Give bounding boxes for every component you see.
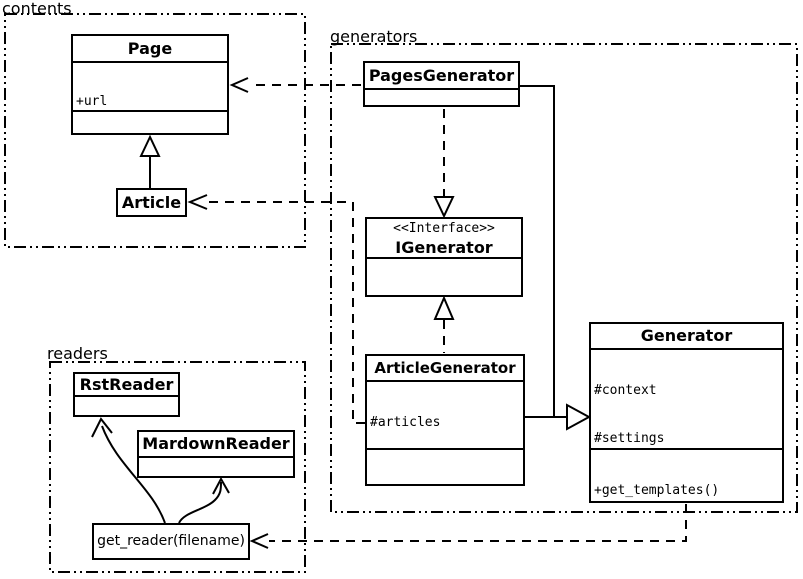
class-attribute: #context <box>594 383 657 398</box>
methods-compartment: +read() <box>139 458 293 476</box>
class-box-igenerator: <<Interface>> IGenerator +generate_conte… <box>365 217 523 297</box>
class-title: Article <box>121 193 182 212</box>
realization-triangle-icon <box>433 295 455 320</box>
realization-triangle-icon <box>433 196 455 219</box>
open-arrowhead-icon <box>212 476 230 495</box>
methods-compartment: +generate_context() +generate_output() <box>367 259 521 293</box>
class-title: Page <box>73 36 227 63</box>
edge-articlegenerator-realizes-igenerator <box>433 295 455 353</box>
methods-compartment: +check_properties() <box>73 112 227 133</box>
package-readers-border <box>49 361 306 573</box>
function-box-getreader: get_reader(filename) <box>92 523 250 560</box>
package-label-generators: generators <box>330 27 418 46</box>
package-contents-border <box>4 13 306 248</box>
methods-compartment: +read() <box>75 397 178 415</box>
class-box-generator: Generator #context #settings #path #them… <box>589 322 784 503</box>
methods-compartment: +generate_feeds() +generate_pages() <box>367 450 523 484</box>
edge-article-extends-page <box>139 134 161 188</box>
class-title: PagesGenerator <box>365 63 518 90</box>
open-arrowhead-icon <box>229 77 249 93</box>
edge-pagesgenerator-depends-page <box>229 77 361 93</box>
class-box-mardownreader: MardownReader +read() <box>137 430 295 478</box>
class-box-page: Page +url +slug +summary +check_properti… <box>71 34 229 135</box>
class-method: +generate_context() <box>370 292 521 293</box>
interface-stereotype: <<Interface>> <box>393 221 495 236</box>
package-label-contents: contents <box>2 0 72 18</box>
inheritance-triangle-icon <box>566 403 592 431</box>
edge-pagesgenerator-realizes-igenerator <box>433 109 455 219</box>
class-attribute: #settings <box>594 431 665 446</box>
edge-getreader-to-mardownreader <box>178 476 230 524</box>
class-box-rstreader: RstReader +read() <box>73 372 180 417</box>
edge-getreader-to-rstreader <box>91 417 166 524</box>
class-title: <<Interface>> IGenerator <box>367 219 521 259</box>
interface-name: IGenerator <box>395 238 493 257</box>
open-arrowhead-icon <box>91 417 113 438</box>
open-arrowhead-icon <box>187 194 208 210</box>
class-box-article: Article <box>116 188 187 217</box>
class-box-articlegenerator: ArticleGenerator #articles #dates #tags … <box>365 354 525 486</box>
inheritance-triangle-icon <box>139 134 161 157</box>
class-title: ArticleGenerator <box>367 356 523 382</box>
class-attribute: +url <box>76 94 108 109</box>
class-title: Generator <box>591 324 782 350</box>
package-label-readers: readers <box>47 344 108 363</box>
class-title: RstReader <box>75 374 178 397</box>
attributes-compartment: #context #settings #path #theme #output_… <box>591 350 782 450</box>
attributes-compartment: #pages <box>365 90 518 105</box>
class-method: +generate_feeds() <box>370 483 523 484</box>
attributes-compartment: +url +slug +summary <box>73 63 227 112</box>
edge-generators-extend-generator <box>520 85 592 431</box>
class-attribute: #articles <box>370 415 441 430</box>
class-box-pagesgenerator: PagesGenerator #pages <box>363 61 520 107</box>
class-method: +get_templates() <box>594 483 720 498</box>
edge-generator-depends-getreader <box>249 504 687 549</box>
package-generators-border <box>330 43 798 513</box>
methods-compartment: +get_templates() +get_files(path,exclude… <box>591 450 782 501</box>
class-title: MardownReader <box>139 432 293 458</box>
edge-articlegenerator-depends-article <box>187 194 365 424</box>
attributes-compartment: #articles #dates #tags #categories <box>367 382 523 450</box>
open-arrowhead-icon <box>249 533 269 549</box>
